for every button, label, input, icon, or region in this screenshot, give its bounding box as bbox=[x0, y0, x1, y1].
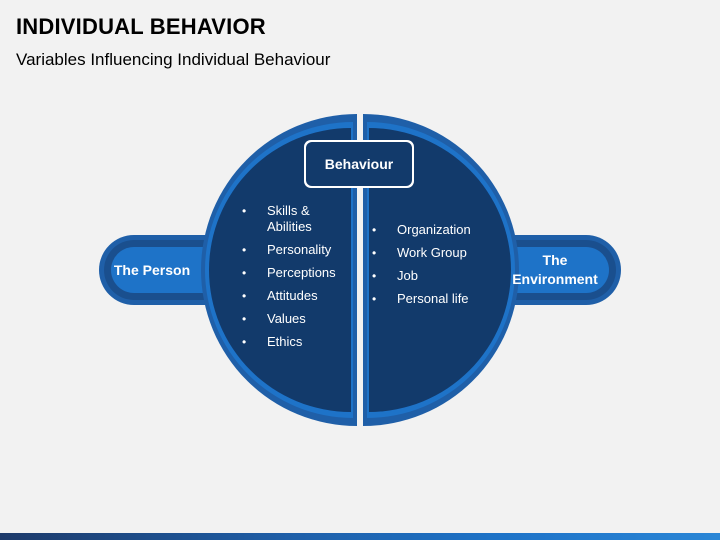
list-item: Values bbox=[242, 311, 346, 327]
behaviour-label: Behaviour bbox=[324, 155, 394, 172]
list-item: Work Group bbox=[372, 245, 482, 261]
person-label: The Person bbox=[113, 261, 191, 278]
list-item: Organization bbox=[372, 222, 482, 238]
person-factors-list: Skills & Abilities Personality Perceptio… bbox=[242, 203, 346, 357]
list-item: Skills & Abilities bbox=[242, 203, 346, 235]
environment-factors-list: Organization Work Group Job Personal lif… bbox=[372, 222, 482, 314]
list-item: Ethics bbox=[242, 334, 346, 350]
center-divider bbox=[357, 112, 363, 428]
list-item: Perceptions bbox=[242, 265, 346, 281]
list-item: Job bbox=[372, 268, 482, 284]
page-title: INDIVIDUAL BEHAVIOR bbox=[16, 14, 266, 39]
environment-label-line1: The bbox=[542, 252, 568, 268]
page-subtitle: Variables Influencing Individual Behavio… bbox=[16, 50, 331, 69]
footer-bar bbox=[0, 533, 720, 540]
list-item: Personal life bbox=[372, 291, 482, 307]
behaviour-box bbox=[304, 140, 414, 188]
list-item: Attitudes bbox=[242, 288, 346, 304]
environment-label-line2: Environment bbox=[512, 271, 598, 287]
list-item: Personality bbox=[242, 242, 346, 258]
environment-label: The Environment bbox=[504, 250, 606, 290]
